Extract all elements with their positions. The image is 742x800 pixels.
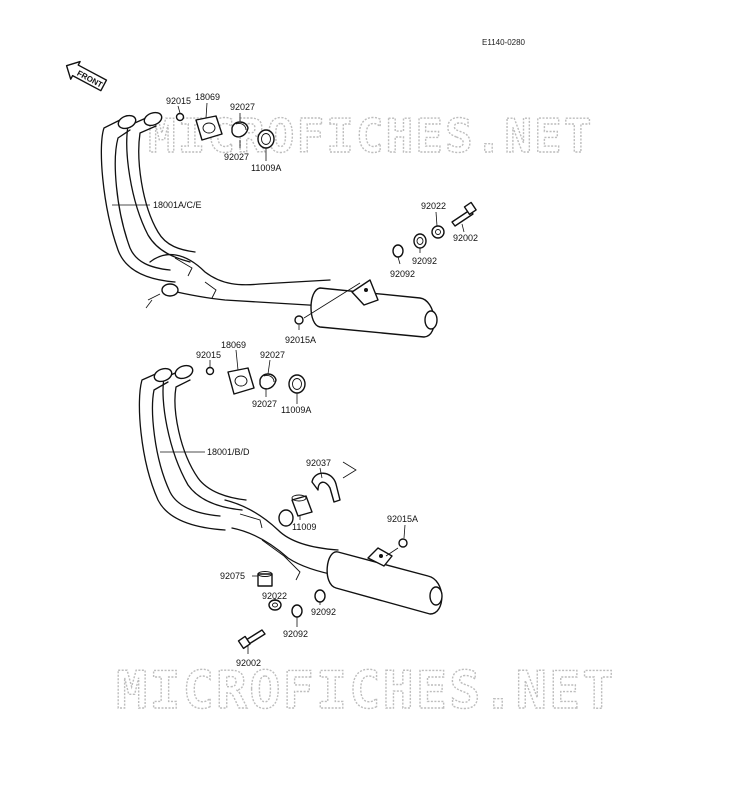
label-92027-top-a: 92027 bbox=[230, 102, 255, 112]
nut-92092-bottom-a-icon bbox=[291, 604, 303, 618]
nut-92092-top-a-icon bbox=[392, 244, 404, 258]
label-92002-top: 92002 bbox=[453, 233, 478, 243]
nut-92015-bottom-icon bbox=[205, 366, 215, 376]
nut-92092-bottom-b-icon bbox=[314, 589, 326, 603]
label-92022-top: 92022 bbox=[421, 201, 446, 211]
nut-92015a-bottom-icon bbox=[398, 538, 408, 548]
label-11009a-top: 11009A bbox=[251, 163, 281, 173]
label-92027-top-b: 92027 bbox=[224, 152, 249, 162]
label-92092-bottom-b: 92092 bbox=[311, 607, 336, 617]
nut-92015a-top-icon bbox=[294, 315, 304, 325]
flange-18069-top-icon bbox=[195, 115, 223, 141]
gasket-11009a-bottom-icon bbox=[288, 374, 306, 394]
watermark-bottom: MICROFICHES.NET bbox=[116, 661, 616, 721]
label-92015a-bottom: 92015A bbox=[387, 514, 418, 524]
header-pipes-top bbox=[100, 111, 331, 309]
clamp-92037-icon bbox=[311, 472, 341, 503]
label-92027-bottom-b: 92027 bbox=[252, 399, 277, 409]
bolt-92002-top-icon bbox=[451, 201, 477, 227]
nut-92015-top-icon bbox=[175, 112, 185, 122]
label-92092-top-a: 92092 bbox=[412, 256, 437, 266]
label-92092-top-b: 92092 bbox=[390, 269, 415, 279]
bottom-exhaust-assembly: 92015 18069 92027 92027 11009A 18001/B/D… bbox=[138, 340, 443, 668]
label-92027-bottom-a: 92027 bbox=[260, 350, 285, 360]
label-18069-bottom: 18069 bbox=[221, 340, 246, 350]
label-11009a-bottom: 11009A bbox=[281, 405, 311, 415]
label-18001bd: 18001/B/D bbox=[207, 447, 250, 457]
collar-92027-top-icon bbox=[231, 121, 249, 138]
front-arrow-icon: FRONT bbox=[65, 60, 108, 92]
label-92002-bottom: 92002 bbox=[236, 658, 261, 668]
label-92075: 92075 bbox=[220, 571, 245, 581]
damper-92075-icon bbox=[257, 571, 273, 587]
watermark-top: MICROFICHES.NET bbox=[148, 109, 593, 163]
gasket-11009a-top-icon bbox=[257, 129, 275, 149]
label-92015-top: 92015 bbox=[166, 96, 191, 106]
label-18069-top: 18069 bbox=[195, 92, 220, 102]
header-pipes-bottom bbox=[138, 364, 341, 581]
label-18001ace: 18001A/C/E bbox=[153, 200, 202, 210]
label-92015a-top: 92015A bbox=[285, 335, 316, 345]
muffler-bottom bbox=[326, 547, 443, 615]
gasket-11009-bottom-icon bbox=[291, 494, 313, 517]
flange-18069-bottom-icon bbox=[227, 367, 255, 395]
washer-92022-top-icon bbox=[431, 225, 445, 239]
label-92015-bottom: 92015 bbox=[196, 350, 221, 360]
bolt-92002-bottom-icon bbox=[237, 629, 266, 650]
label-92037: 92037 bbox=[306, 458, 331, 468]
top-exhaust-assembly: 92015 18069 92027 92027 11009A 18001A/C/… bbox=[100, 92, 478, 345]
diagram-code: E1140-0280 bbox=[482, 38, 526, 47]
label-92022-bottom: 92022 bbox=[262, 591, 287, 601]
label-92092-bottom-a: 92092 bbox=[283, 629, 308, 639]
collar-92027-bottom-icon bbox=[259, 373, 277, 390]
nut-92092-top-b-icon bbox=[413, 233, 427, 249]
muffler-top bbox=[310, 279, 438, 338]
washer-92022-bottom-icon bbox=[268, 599, 282, 611]
label-11009-bottom: 11009 bbox=[292, 522, 316, 532]
